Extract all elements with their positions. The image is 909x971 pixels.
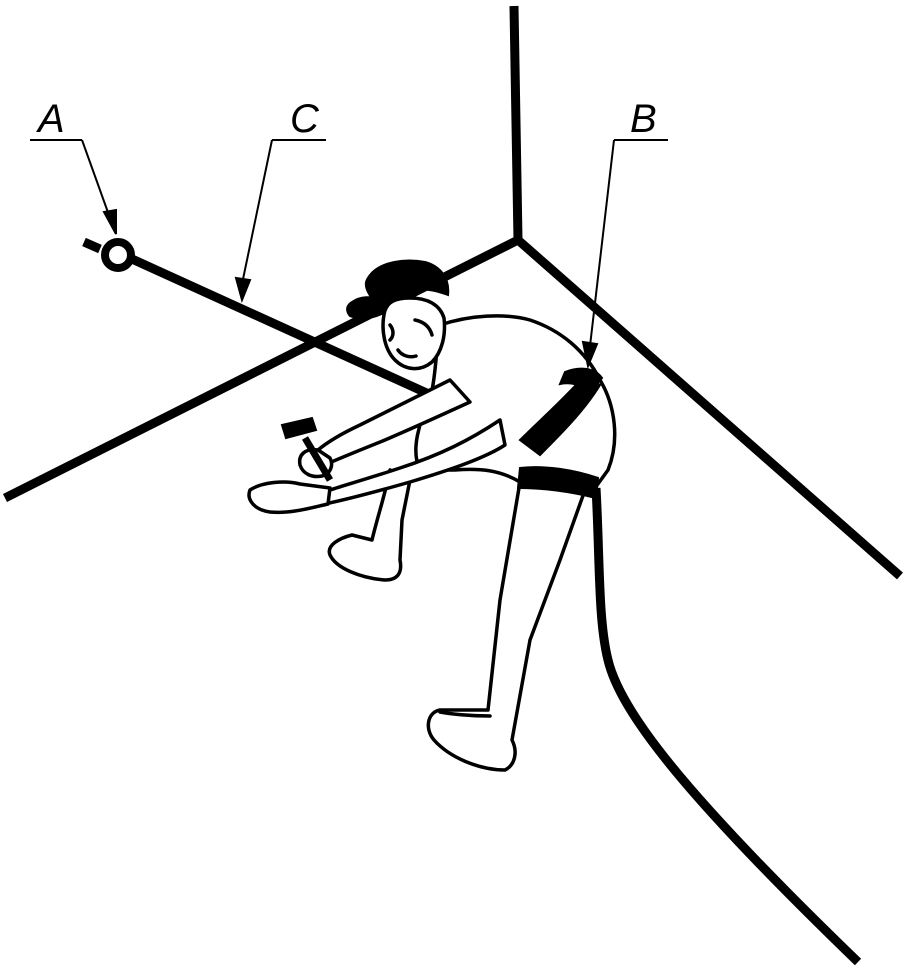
harness-waist-strap <box>518 373 602 457</box>
harness-leg-loop <box>516 466 600 500</box>
lanyard <box>130 254 444 405</box>
label-b: B <box>630 97 657 141</box>
label-a-arrowhead <box>102 208 117 235</box>
back-leg <box>327 468 412 582</box>
right-wall-edge <box>515 236 903 580</box>
callout-b: B <box>581 97 668 370</box>
vertical-wall-edge <box>509 5 523 241</box>
label-a-leader <box>81 139 111 219</box>
label-b-arrowhead <box>581 340 599 370</box>
room-corner <box>2 5 903 580</box>
hammer-handle <box>301 436 334 482</box>
boot-detail <box>438 710 492 718</box>
harness-back-strap <box>558 367 604 394</box>
ear-line <box>388 323 395 342</box>
hair-back <box>346 296 387 320</box>
safety-rope <box>591 487 862 966</box>
label-c-arrowhead <box>234 276 252 304</box>
hammer-head <box>280 416 318 440</box>
callout-c: C <box>234 97 326 304</box>
eye-line <box>413 318 434 337</box>
worker-figure <box>247 259 617 772</box>
lanyard-line <box>130 254 444 405</box>
lower-hand <box>247 480 332 515</box>
anchor-ring <box>101 238 135 272</box>
label-b-leader <box>589 139 615 347</box>
anchor-stem <box>82 237 102 254</box>
cap <box>364 259 450 314</box>
mouth-line <box>396 348 418 359</box>
hammer-icon <box>280 416 334 482</box>
front-leg <box>426 480 587 772</box>
callout-a: A <box>30 97 117 235</box>
label-c-leader <box>241 139 273 285</box>
anchor-point <box>82 237 135 272</box>
label-a: A <box>36 97 65 141</box>
label-c: C <box>290 97 320 141</box>
